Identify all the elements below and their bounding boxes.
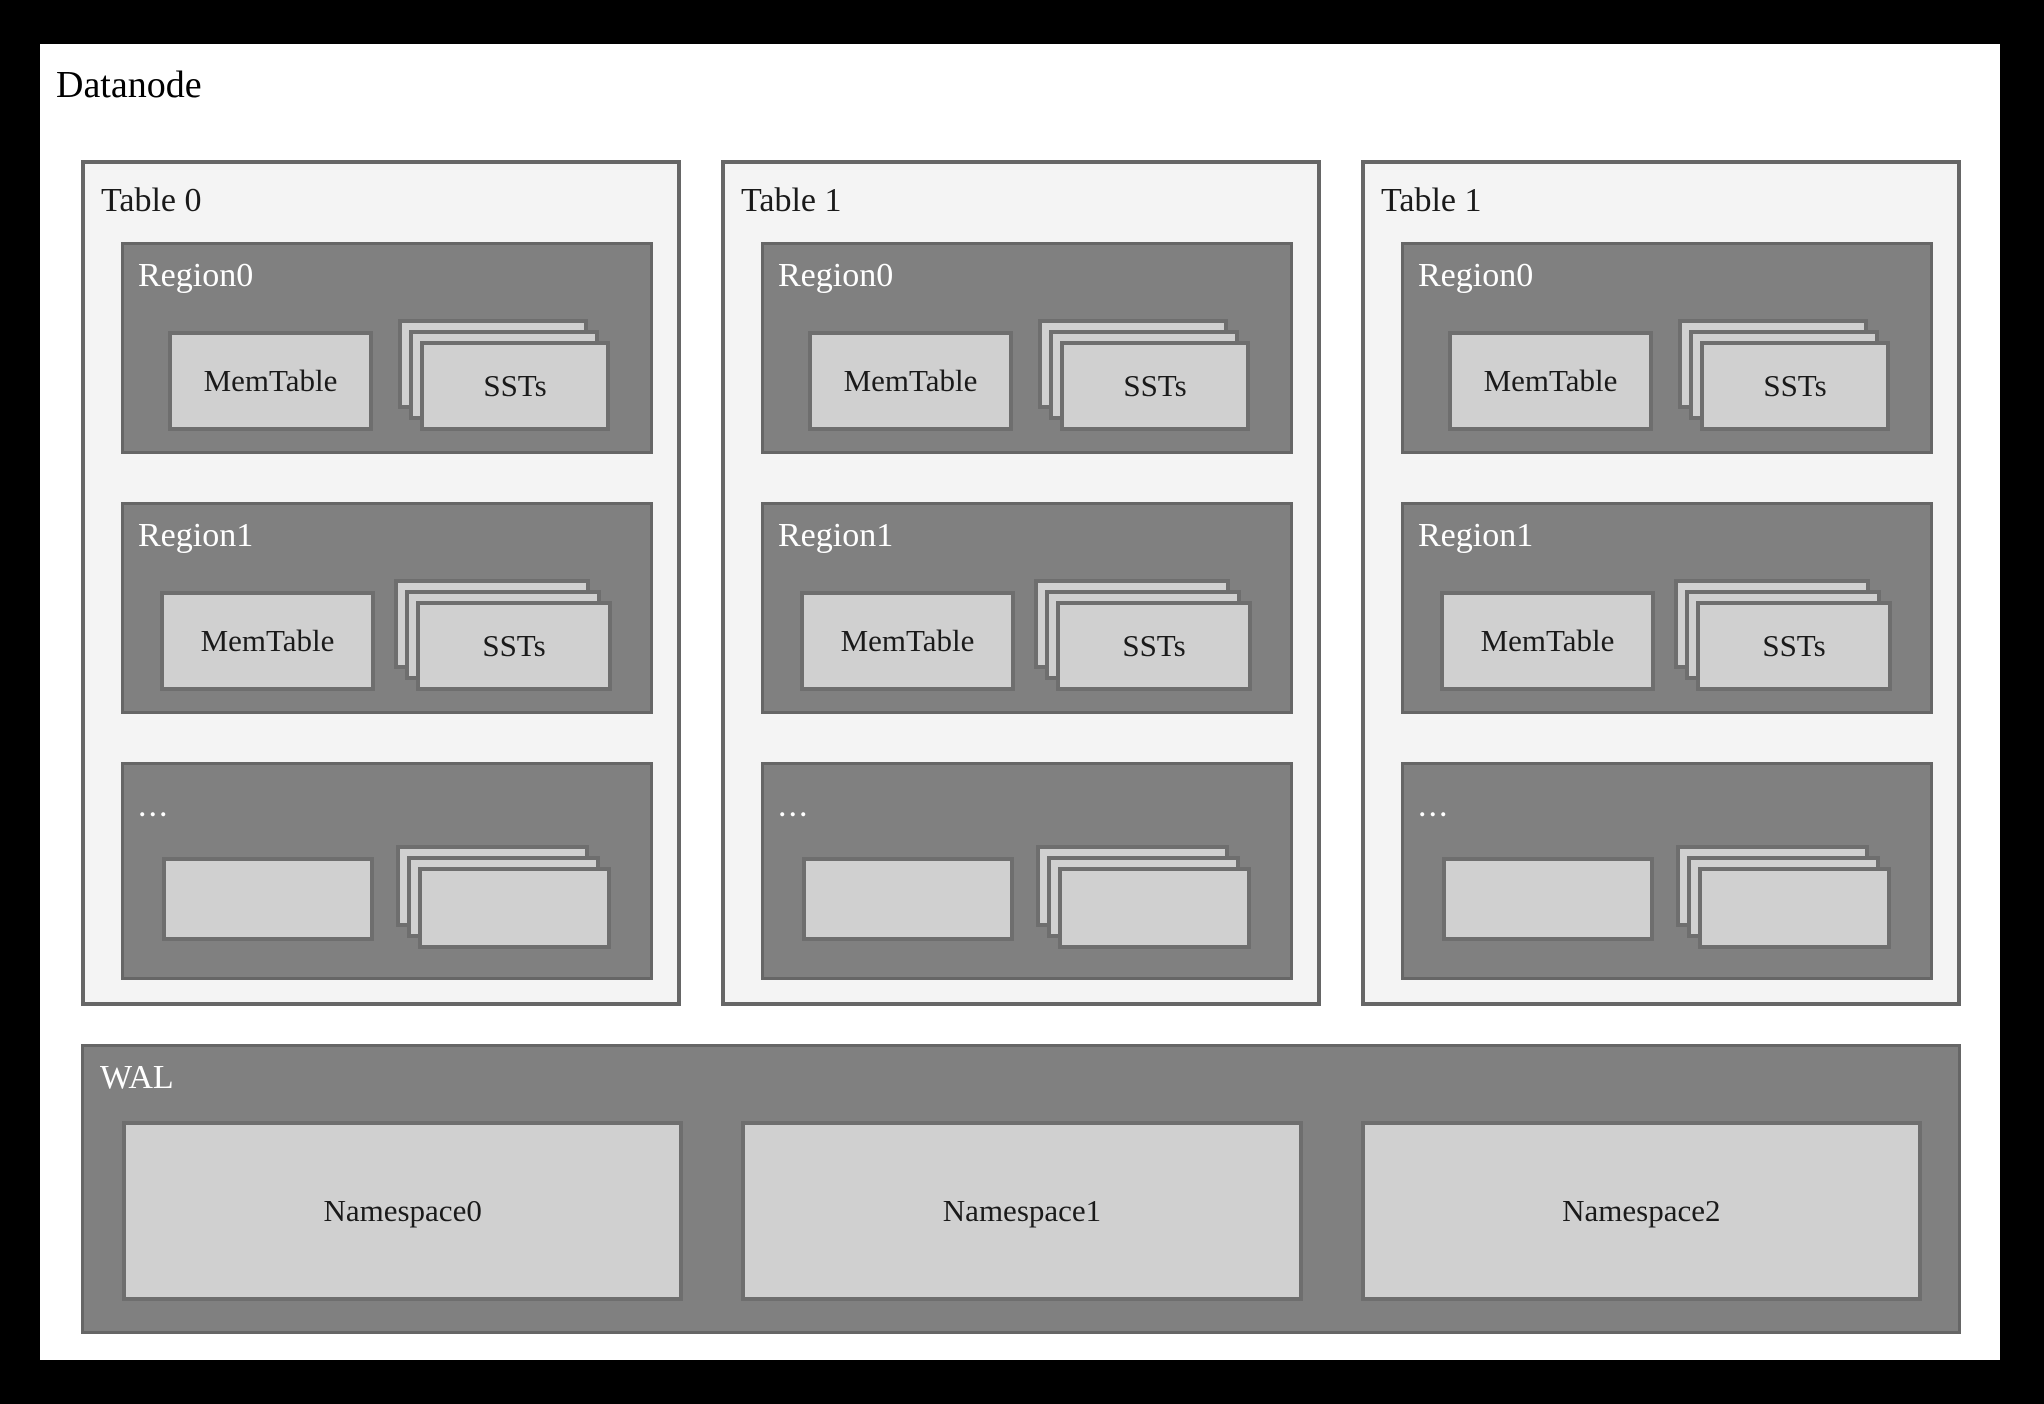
table-panel[interactable]: Table 1 Region0 MemTable SSTs Region1 [1361, 160, 1961, 1006]
region-box[interactable]: Region1 MemTable SSTs [761, 502, 1293, 714]
sst-stack[interactable]: SSTs [398, 319, 610, 431]
sst-layer-front [1698, 867, 1891, 949]
wal-title: WAL [100, 1059, 174, 1096]
namespace-box[interactable]: Namespace0 [122, 1121, 684, 1301]
region-title: Region0 [778, 257, 894, 294]
wal-panel[interactable]: WAL Namespace0 Namespace1 Namespace2 [81, 1044, 1961, 1334]
memtable-box[interactable]: MemTable [808, 331, 1013, 431]
memtable-box[interactable]: MemTable [1440, 591, 1655, 691]
region-body [1404, 845, 1930, 961]
sst-layer-front [418, 867, 611, 949]
region-box-ellipsis[interactable]: ... [1401, 762, 1933, 980]
region-title: Region1 [138, 517, 254, 554]
table-title: Table 0 [101, 182, 202, 219]
region-box[interactable]: Region1 MemTable SSTs [1401, 502, 1933, 714]
sst-layer-front: SSTs [1700, 341, 1890, 431]
sst-stack[interactable] [396, 845, 611, 949]
table-title: Table 1 [1381, 182, 1482, 219]
region-ellipsis-label: ... [138, 787, 170, 824]
sst-stack[interactable]: SSTs [394, 579, 612, 691]
table-title: Table 1 [741, 182, 842, 219]
memtable-box[interactable]: MemTable [160, 591, 375, 691]
region-box-ellipsis[interactable]: ... [121, 762, 653, 980]
region-box-ellipsis[interactable]: ... [761, 762, 1293, 980]
region-title: Region0 [138, 257, 254, 294]
region-box[interactable]: Region0 MemTable SSTs [121, 242, 653, 454]
region-body: MemTable SSTs [764, 319, 1290, 435]
region-ellipsis-label: ... [778, 787, 810, 824]
datanode-title: Datanode [56, 64, 202, 106]
region-body: MemTable SSTs [764, 579, 1290, 695]
region-list: Region0 MemTable SSTs Region1 MemTable [1401, 242, 1933, 980]
namespace-box[interactable]: Namespace2 [1360, 1121, 1922, 1301]
region-list: Region0 MemTable SSTs Region1 MemTable [761, 242, 1293, 980]
region-body: MemTable SSTs [1404, 319, 1930, 435]
memtable-box[interactable] [162, 857, 374, 941]
sst-stack[interactable]: SSTs [1034, 579, 1252, 691]
namespace-list: Namespace0 Namespace1 Namespace2 [122, 1121, 1922, 1301]
region-body: MemTable SSTs [124, 319, 650, 435]
table-panel[interactable]: Table 1 Region0 MemTable SSTs Region1 [721, 160, 1321, 1006]
sst-layer-front: SSTs [1060, 341, 1250, 431]
region-box[interactable]: Region0 MemTable SSTs [1401, 242, 1933, 454]
region-title: Region0 [1418, 257, 1534, 294]
table-panel[interactable]: Table 0 Region0 MemTable SSTs Region1 [81, 160, 681, 1006]
sst-layer-front: SSTs [420, 341, 610, 431]
memtable-box[interactable]: MemTable [168, 331, 373, 431]
memtable-box[interactable]: MemTable [800, 591, 1015, 691]
memtable-box[interactable] [1442, 857, 1654, 941]
sst-stack[interactable]: SSTs [1674, 579, 1892, 691]
sst-layer-front: SSTs [1696, 601, 1892, 691]
region-box[interactable]: Region0 MemTable SSTs [761, 242, 1293, 454]
region-box[interactable]: Region1 MemTable SSTs [121, 502, 653, 714]
region-ellipsis-label: ... [1418, 787, 1450, 824]
memtable-box[interactable] [802, 857, 1014, 941]
region-body [764, 845, 1290, 961]
region-body [124, 845, 650, 961]
sst-layer-front [1058, 867, 1251, 949]
sst-stack[interactable] [1036, 845, 1251, 949]
memtable-box[interactable]: MemTable [1448, 331, 1653, 431]
sst-stack[interactable] [1676, 845, 1891, 949]
namespace-box[interactable]: Namespace1 [741, 1121, 1303, 1301]
tables-row: Table 0 Region0 MemTable SSTs Region1 [81, 160, 1961, 1006]
sst-layer-front: SSTs [1056, 601, 1252, 691]
region-list: Region0 MemTable SSTs Region1 MemTable [121, 242, 653, 980]
sst-stack[interactable]: SSTs [1038, 319, 1250, 431]
region-title: Region1 [1418, 517, 1534, 554]
region-body: MemTable SSTs [1404, 579, 1930, 695]
sst-stack[interactable]: SSTs [1678, 319, 1890, 431]
diagram-canvas: Datanode Table 0 Region0 MemTable SSTs [40, 44, 2000, 1360]
region-body: MemTable SSTs [124, 579, 650, 695]
sst-layer-front: SSTs [416, 601, 612, 691]
region-title: Region1 [778, 517, 894, 554]
